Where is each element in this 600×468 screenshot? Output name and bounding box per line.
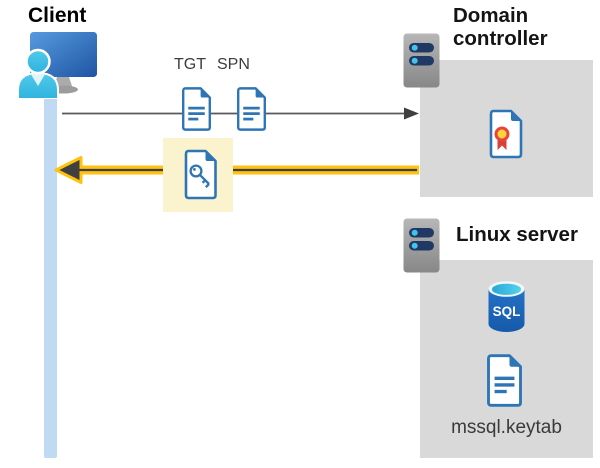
client-workstation-icon [17,32,97,99]
key-document-icon [184,149,217,200]
keytab-document-icon [487,354,522,407]
sql-database-icon: SQL [488,281,525,332]
person-icon [17,48,59,99]
response-arrow-icon [54,156,419,184]
tgt-document-icon [182,87,211,131]
lifeline-bar [44,94,57,458]
domain-controller-title: Domain controller [453,4,548,50]
keytab-filename-label: mssql.keytab [451,417,562,438]
tgt-label: TGT [174,56,206,73]
spn-label: SPN [217,56,250,73]
certificate-icon [489,109,523,159]
domain-controller-server-icon [403,33,440,88]
sql-label: SQL [493,304,521,319]
client-label: Client [28,4,87,27]
request-arrow-icon [62,107,419,120]
linux-server-title: Linux server [456,223,578,246]
spn-document-icon [237,87,266,131]
linux-server-icon [403,218,440,273]
